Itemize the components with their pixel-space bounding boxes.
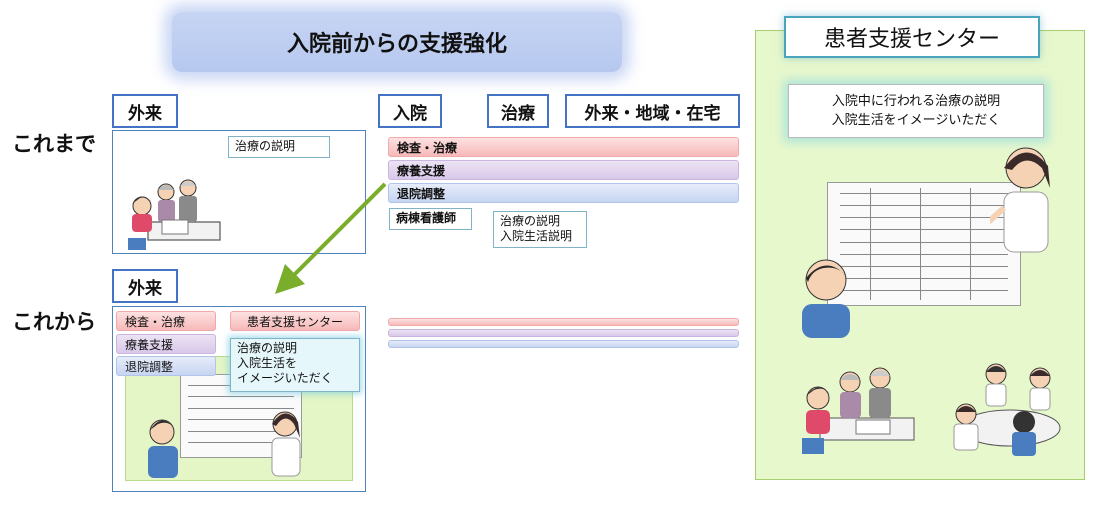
treatment-explanation-box: 治療の説明	[228, 136, 330, 158]
team-meeting-illustration	[953, 363, 1061, 456]
heading-community: 外来・地域・在宅	[565, 94, 740, 128]
after-explanation-box: 治療の説明 入院生活を イメージいただく	[230, 338, 360, 392]
bar-text: 療養支援	[125, 337, 174, 352]
consultation-illustration	[128, 179, 221, 250]
ward-nurse-box: 病棟看護師	[389, 208, 472, 230]
nurse-patient-illustration	[148, 411, 301, 478]
box-text: 病棟看護師	[396, 211, 457, 225]
after-bar-discharge-coordination	[388, 340, 739, 348]
row-label-after: これから	[12, 310, 96, 334]
nurse-illustration	[990, 147, 1050, 253]
after-bar-exam-treatment	[388, 318, 739, 326]
page-title-banner: 入院前からの支援強化	[172, 12, 622, 72]
bar-exam-treatment: 検査・治療	[388, 137, 739, 157]
box-text: 治療の説明	[235, 139, 296, 153]
heading-text: 外来	[128, 278, 162, 299]
patient-support-center-label: 患者支援センター	[230, 311, 360, 331]
family-consultation-illustration	[802, 367, 915, 454]
patient-support-center-title: 患者支援センター	[784, 16, 1040, 58]
box-line: 入院生活説明	[500, 229, 573, 243]
after-bar-care-support	[388, 329, 739, 337]
box-line: イメージいただく	[237, 371, 333, 385]
bar-text: 療養支援	[397, 163, 446, 178]
item-care-support: 療養支援	[116, 334, 216, 354]
patient-illustration	[802, 259, 850, 338]
heading-outpatient-after: 外来	[112, 269, 178, 303]
box-line: 治療の説明	[500, 214, 561, 228]
title-text: 患者支援センター	[823, 27, 1000, 52]
bar-care-support: 療養支援	[388, 160, 739, 180]
speech-box: 入院中に行われる治療の説明 入院生活をイメージいただく	[788, 84, 1044, 138]
heading-outpatient-before: 外来	[112, 94, 178, 128]
schedule-document-illustration	[827, 182, 1021, 306]
heading-text: 外来・地域・在宅	[584, 103, 721, 124]
bar-discharge-coordination: 退院調整	[388, 183, 739, 203]
bar-text: 退院調整	[125, 359, 174, 374]
admission-explanation-box: 治療の説明 入院生活説明	[493, 211, 587, 248]
bar-text: 検査・治療	[397, 140, 458, 155]
item-exam-treatment: 検査・治療	[116, 311, 216, 331]
shift-arrow-icon	[275, 182, 387, 294]
banner-text: 入院前からの支援強化	[286, 32, 507, 57]
bar-text: 患者支援センター	[246, 314, 343, 329]
heading-treatment: 治療	[487, 94, 549, 128]
box-line: 入院生活を	[237, 356, 298, 370]
speech-line: 入院中に行われる治療の説明	[831, 94, 1001, 109]
row-label-before: これまで	[12, 132, 96, 156]
bar-text: 検査・治療	[125, 314, 186, 329]
heading-text: 治療	[501, 103, 535, 124]
heading-text: 入院	[393, 103, 427, 124]
heading-admission: 入院	[378, 94, 442, 128]
heading-text: 外来	[128, 103, 162, 124]
speech-line: 入院生活をイメージいただく	[831, 113, 1001, 128]
box-line: 治療の説明	[237, 341, 298, 355]
item-discharge-coordination: 退院調整	[116, 356, 216, 376]
chair-shape	[128, 238, 146, 250]
bar-text: 退院調整	[397, 186, 446, 201]
